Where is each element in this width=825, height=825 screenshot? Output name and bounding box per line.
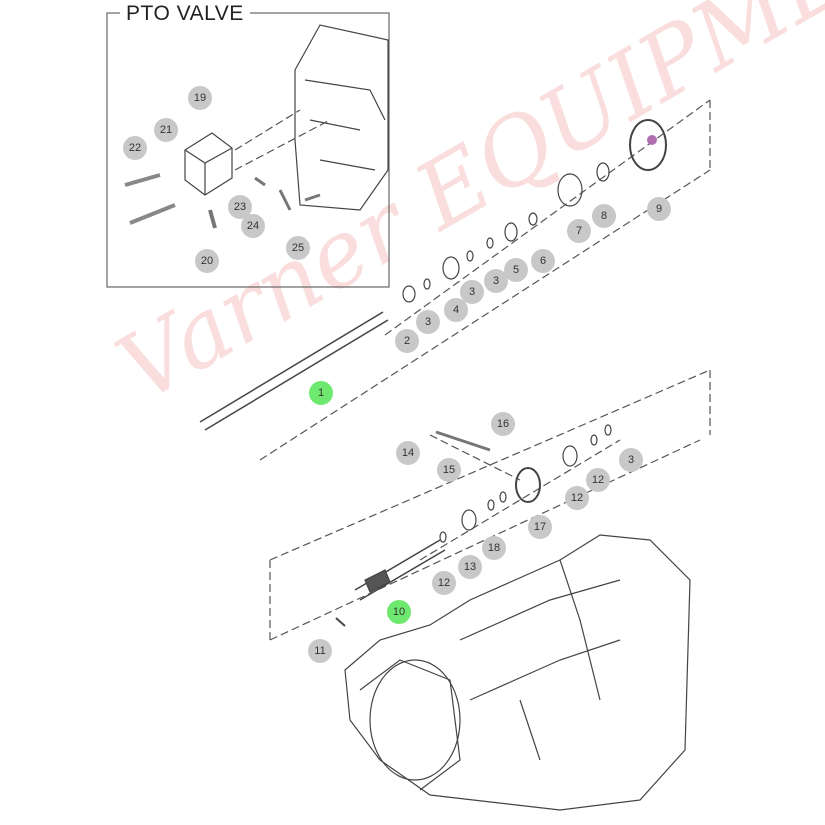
callout-12[interactable]: 12 (565, 486, 589, 510)
callout-6[interactable]: 6 (531, 249, 555, 273)
callout-10-highlighted[interactable]: 10 (387, 600, 411, 624)
callout-1-highlighted[interactable]: 1 (309, 381, 333, 405)
callout-5[interactable]: 5 (504, 258, 528, 282)
pto-valve-inset-frame (106, 12, 390, 288)
callout-4[interactable]: 4 (444, 298, 468, 322)
callout-3[interactable]: 3 (416, 310, 440, 334)
callout-19[interactable]: 19 (188, 86, 212, 110)
callout-11[interactable]: 11 (308, 639, 332, 663)
pto-valve-title: PTO VALVE (120, 2, 250, 26)
callout-24[interactable]: 24 (241, 214, 265, 238)
callout-20[interactable]: 20 (195, 249, 219, 273)
callout-3[interactable]: 3 (619, 448, 643, 472)
callout-9[interactable]: 9 (647, 197, 671, 221)
callout-16[interactable]: 16 (491, 412, 515, 436)
callout-17[interactable]: 17 (528, 515, 552, 539)
callout-8[interactable]: 8 (592, 204, 616, 228)
housing-top (294, 24, 389, 211)
callout-18[interactable]: 18 (482, 536, 506, 560)
callout-21[interactable]: 21 (154, 118, 178, 142)
main-housing (344, 534, 691, 811)
callout-14[interactable]: 14 (396, 441, 420, 465)
callout-3[interactable]: 3 (484, 269, 508, 293)
callout-7[interactable]: 7 (567, 219, 591, 243)
callout-2[interactable]: 2 (395, 329, 419, 353)
callout-25[interactable]: 25 (286, 236, 310, 260)
callout-22[interactable]: 22 (123, 136, 147, 160)
callout-12[interactable]: 12 (432, 571, 456, 595)
callout-15[interactable]: 15 (437, 458, 461, 482)
valve-block-19 (184, 132, 233, 196)
callout-3[interactable]: 3 (460, 280, 484, 304)
callout-12[interactable]: 12 (586, 468, 610, 492)
callout-13[interactable]: 13 (458, 555, 482, 579)
